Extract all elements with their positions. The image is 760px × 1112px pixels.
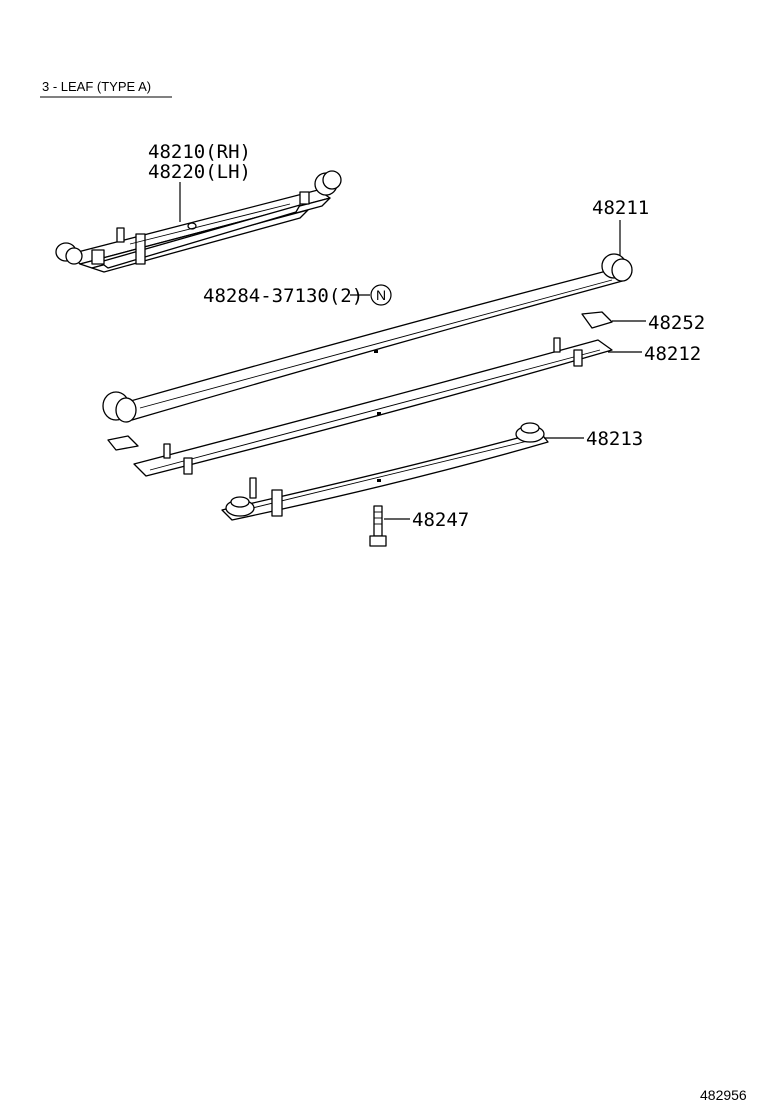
- callout-48210-rh: 48210(RH): [148, 141, 251, 163]
- callout-48247: 48247: [412, 509, 469, 531]
- leaf-spring-assembly-illustration: [55, 170, 342, 273]
- callout-48213: 48213: [586, 428, 643, 450]
- non-reusable-symbol-letter: N: [376, 287, 386, 303]
- callout-48252: 48252: [648, 312, 705, 334]
- callout-clip-part-number: 48284-37130(2): [203, 285, 363, 307]
- callout-48211: 48211: [592, 197, 649, 219]
- insert-left-illustration: [107, 435, 139, 451]
- non-reusable-symbol: [370, 284, 392, 306]
- callout-48220-lh: 48220(LH): [148, 161, 251, 183]
- center-bolt-illustration: [369, 505, 387, 547]
- third-leaf-illustration: [221, 422, 549, 521]
- main-leaf-illustration: [102, 253, 633, 423]
- second-leaf-illustration: [133, 337, 613, 477]
- figure-number: 482956: [700, 1087, 747, 1103]
- callout-48212: 48212: [644, 343, 701, 365]
- diagram-title: 3 - LEAF (TYPE A): [42, 79, 151, 94]
- insert-illustration: [581, 311, 613, 329]
